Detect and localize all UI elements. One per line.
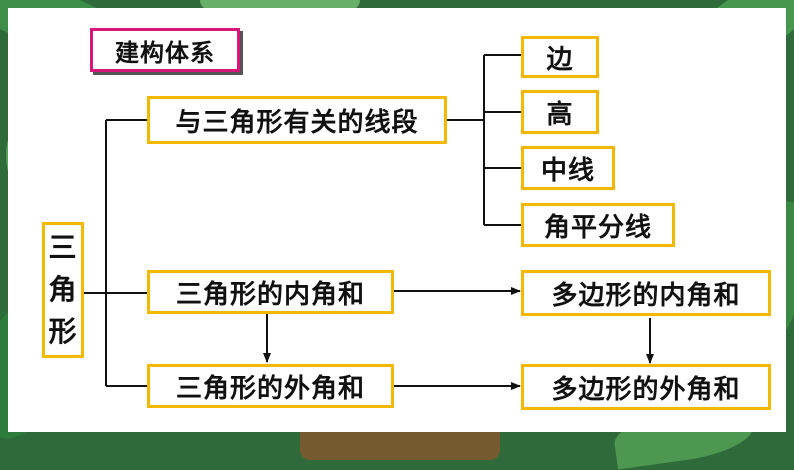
item-median: 中线: [521, 146, 615, 190]
node-segments: 与三角形有关的线段: [147, 96, 447, 144]
item-side: 边: [521, 36, 599, 78]
section-title: 建构体系: [90, 28, 240, 72]
root-char: 三: [48, 231, 78, 264]
item-angle-bisector: 角平分线: [521, 203, 675, 247]
node-exterior-triangle: 三角形的外角和: [147, 364, 394, 408]
node-interior-polygon: 多边形的内角和: [521, 270, 771, 316]
node-interior-triangle: 三角形的内角和: [147, 270, 394, 314]
item-altitude: 高: [521, 90, 599, 134]
root-char: 形: [48, 315, 78, 348]
connector-lines: [84, 54, 654, 390]
root-node: 三 角 形: [42, 222, 84, 358]
node-exterior-polygon: 多边形的外角和: [521, 364, 771, 410]
root-char: 角: [48, 273, 78, 306]
slide-panel: 建构体系 三 角 形 与三角形有关的线段 三角形的内角和 三角形的外角和 多边形…: [8, 8, 786, 432]
leaf-decoration: [200, 0, 360, 10]
